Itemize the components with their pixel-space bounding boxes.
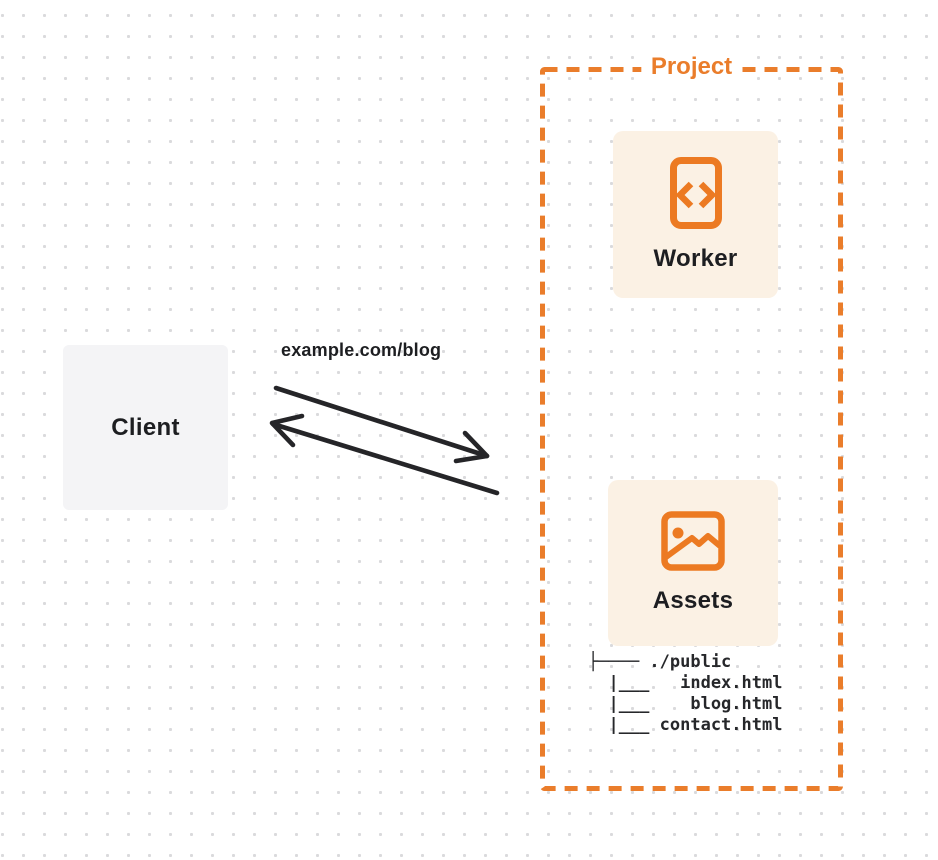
image-icon: [661, 511, 725, 571]
assets-label: Assets: [652, 587, 734, 614]
project-container: Project Worker Assets ├──── ./public |__…: [540, 53, 843, 791]
request-url-label: example.com/blog: [281, 340, 442, 360]
client-node: Client: [63, 345, 228, 510]
request-arrow-line: [273, 385, 490, 459]
code-brackets-icon: [669, 156, 722, 229]
file-tree-line-contact: |___ contact.html: [588, 715, 783, 735]
file-tree-line-index: |___ index.html: [588, 673, 783, 693]
project-label: Project: [640, 53, 743, 81]
file-tree-line-public: ├──── ./public: [588, 652, 732, 672]
file-tree: ├──── ./public |___ index.html |___ blog…: [588, 652, 782, 736]
request-arrowhead-icon: [453, 430, 490, 464]
client-label: Client: [111, 413, 180, 441]
file-tree-line-blog: |___ blog.html: [588, 694, 783, 714]
response-arrowhead-icon: [269, 413, 305, 448]
response-arrow-line: [270, 421, 500, 496]
worker-label: Worker: [653, 244, 738, 272]
worker-node: Worker: [613, 131, 778, 298]
assets-node: Assets: [608, 480, 778, 646]
